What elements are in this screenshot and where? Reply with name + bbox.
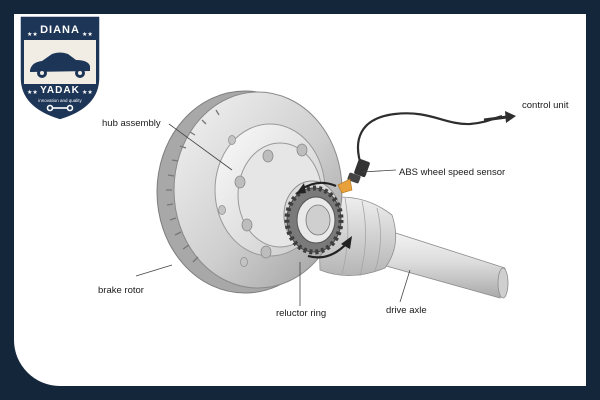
rotor-bolt-holes [218,135,248,267]
label-reluctor-ring: reluctor ring [276,308,327,319]
lug-holes [234,143,308,259]
label-abs-wheel-speed-sensor: ABS wheel speed sensor [399,167,506,178]
wrench-icon [46,104,74,112]
svg-text:★★: ★★ [27,31,38,38]
star-icon: ★★ ★★ ★★ ★★ [27,31,93,96]
axle-end [497,267,509,299]
diagram-panel: hub assembly control unit ABS wheel spee… [14,14,586,386]
svg-text:★★: ★★ [27,89,38,96]
svg-text:★★: ★★ [82,89,93,96]
sensor-cable [357,112,503,169]
abs-sensor [337,158,370,194]
sensor-tip [337,178,353,194]
label-brake-rotor: brake rotor [98,285,144,296]
vintage-car-icon [30,52,90,78]
leader-lines [135,123,411,306]
control-unit-arrow [483,115,508,122]
svg-text:★★: ★★ [82,31,93,38]
logo-bottom-text: YADAK [40,85,80,96]
label-control-unit: control unit [522,100,569,111]
reluctor-ring [284,185,344,255]
logo-tagline: innovation and quality [38,98,82,103]
logo-top-text: DIANA [40,24,80,36]
label-drive-axle: drive axle [386,305,427,316]
brake-assembly-illustration [135,90,516,306]
rotor-vent-slots [166,109,220,263]
logo-badge-shape: ★★ ★★ ★★ ★★ [19,15,101,121]
label-hub-assembly: hub assembly [102,118,161,129]
diana-yadak-logo: ★★ ★★ ★★ ★★ DIANA YADAK innovation and q… [18,14,101,127]
